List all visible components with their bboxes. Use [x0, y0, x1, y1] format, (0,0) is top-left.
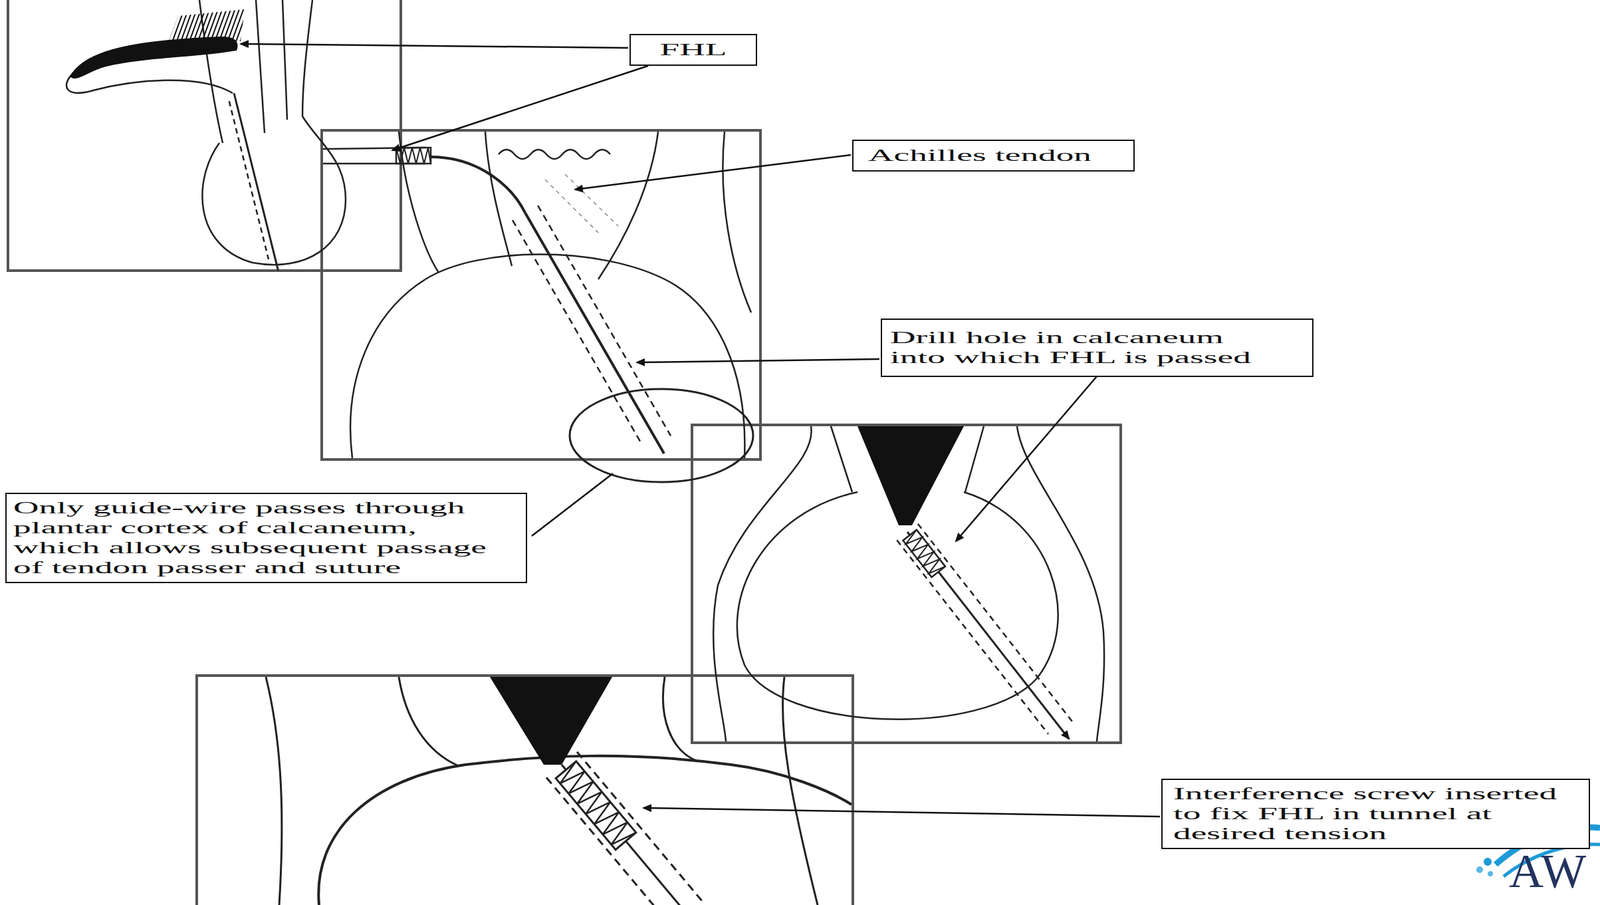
callout-box: FHL: [629, 33, 758, 66]
panel-four-drawing: [265, 676, 852, 905]
leader-line: [636, 358, 880, 363]
heel-outline: [713, 426, 811, 742]
tendon-line: [302, 0, 313, 117]
callout-text: Drill hole in calcaneum into which FHL i…: [890, 327, 1266, 368]
leader-line: [955, 376, 1097, 542]
leader-line: [531, 473, 613, 536]
calcaneum-outline: [350, 279, 426, 458]
fhl-tendon: [525, 212, 665, 454]
calcaneum-outline: [318, 755, 852, 905]
callout-text: Interference screw inserted to fix FHL i…: [1173, 783, 1574, 844]
tunnel-line: [917, 523, 1074, 723]
fhl-tendon: [69, 36, 238, 79]
callout-text: Achilles tendon: [868, 145, 1109, 166]
leader-line: [392, 65, 649, 151]
tendon-line: [282, 0, 288, 120]
logo-text: AW: [1508, 846, 1588, 895]
tunnel-line: [896, 539, 1049, 734]
fhl-tail: [66, 73, 233, 94]
leader-line: [240, 43, 629, 48]
fhl-tendon: [430, 156, 526, 213]
panel-frame: [196, 675, 853, 905]
leader-lines: [240, 43, 1160, 817]
tunnel: [512, 205, 677, 461]
panel-three-drawing: [713, 426, 1105, 748]
tunnel-line: [512, 220, 643, 445]
heel-outline: [265, 676, 282, 905]
panel-two-drawing: [323, 131, 754, 482]
tunnel: [227, 93, 278, 272]
callout-text: Only guide-wire passes through plantar c…: [13, 497, 499, 578]
guide-wire: [233, 93, 279, 271]
panel-frame: [691, 424, 1121, 743]
leader-line: [574, 154, 851, 190]
callout-text: FHL: [656, 39, 731, 60]
logo-dot: [1487, 870, 1493, 877]
achilles-outline: [598, 131, 659, 280]
tunnel: [546, 751, 706, 905]
callout-box: Drill hole in calcaneum into which FHL i…: [880, 318, 1314, 377]
achilles-outline: [485, 131, 512, 266]
tendon-line: [398, 676, 459, 766]
screw-body: [902, 529, 946, 577]
screw: [396, 147, 431, 164]
tendon-line: [662, 676, 698, 762]
screw-thread: [555, 761, 637, 850]
logo-dot: [1483, 857, 1492, 866]
logo-dot: [1476, 866, 1484, 873]
panel-frame: [7, 0, 401, 271]
panel-one-drawing: [66, 0, 346, 272]
screw-thread: [902, 529, 946, 577]
tunnel-line: [576, 751, 706, 905]
panel-frame: [321, 130, 761, 460]
soft-tissue-line: [722, 131, 752, 313]
achilles-frayed-end: [498, 149, 611, 159]
calcaneum-outline: [425, 254, 745, 459]
calcaneum-outline: [202, 116, 346, 265]
callout-box: Achilles tendon: [852, 139, 1135, 172]
callout-box: Only guide-wire passes through plantar c…: [5, 492, 528, 583]
heel-outline: [1017, 426, 1105, 742]
heel-outline: [782, 676, 818, 905]
highlight-circle: [569, 388, 754, 482]
achilles-fibers: [545, 174, 619, 233]
tunnel: [896, 523, 1080, 748]
callout-box: Interference screw inserted to fix FHL i…: [1161, 778, 1591, 849]
tunnel-line: [229, 101, 269, 260]
fhl-tendon: [489, 676, 613, 765]
tunnel-line: [537, 205, 671, 436]
screw-thread: [396, 147, 431, 164]
screw-body: [555, 761, 637, 850]
leader-line: [643, 807, 1160, 817]
tendon-line: [255, 0, 265, 133]
fhl-tendon: [857, 426, 964, 526]
screw-body: [396, 147, 431, 164]
